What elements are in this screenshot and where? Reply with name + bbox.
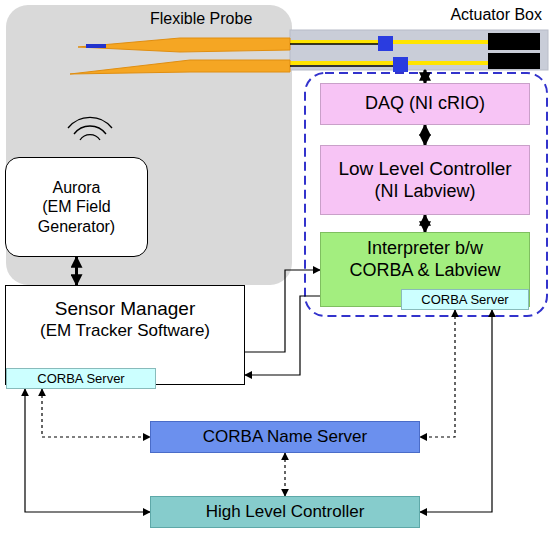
process-box: High Level Controller [150, 496, 420, 528]
probe-tube [70, 60, 290, 74]
node-text: Sensor Manager [55, 298, 195, 321]
actuator-rail [290, 61, 490, 65]
field-generator-box: Aurora(EM Field Generator) [5, 157, 148, 257]
node-text: Aurora [52, 178, 100, 197]
dotted-connector [284, 453, 285, 496]
motor-block [488, 53, 540, 69]
tendon-wire [290, 43, 380, 45]
node-text: (NI Labview) [374, 181, 475, 203]
arrow-connector [424, 125, 427, 145]
tendon-wire [290, 65, 395, 67]
node-text: CORBA Server [37, 371, 124, 387]
slider-block [378, 36, 393, 51]
actuator-box: Actuator Box [290, 5, 548, 70]
node-text: Low Level Controller [338, 158, 511, 181]
node-text: Actuator Box [450, 5, 542, 24]
process-box: Sensor Manager(EM Tracker Software) CORBA… [5, 285, 245, 385]
dotted-connector [420, 310, 455, 437]
arrow-connector [424, 215, 427, 232]
tracking-field-region [6, 5, 292, 285]
node-text: DAQ (NI cRIO) [365, 93, 485, 115]
arrow-connector [245, 270, 320, 352]
part-label: Flexible Probe [150, 10, 252, 28]
arrow-connector [25, 389, 150, 512]
server-box: CORBA Server [401, 289, 529, 310]
node-text: (EM Tracker Software) [40, 321, 210, 341]
process-box: CORBA Name Server [150, 421, 420, 453]
process-box: Interpreter b/w CORBA & LabviewCORBA Ser… [320, 232, 530, 307]
process-box: DAQ (NI cRIO) [320, 83, 530, 125]
wireless-waves [68, 117, 112, 140]
em-sensor-coil [86, 44, 106, 48]
node-text: (EM Field Generator) [37, 197, 117, 235]
probe-tube [78, 38, 290, 52]
node-text: Interpreter b/w CORBA & Labview [343, 238, 508, 281]
arrow-connector [420, 310, 492, 512]
server-box: CORBA Server [6, 368, 156, 389]
slider-block [393, 57, 408, 72]
node-text: CORBA Name Server [203, 427, 367, 447]
dotted-connector [42, 389, 150, 437]
motor-block [488, 33, 540, 50]
actuator-housing [290, 30, 548, 70]
arrow-connector [424, 70, 427, 83]
arrow-connector [75, 257, 78, 285]
controller-group-outline [305, 73, 547, 316]
node-text: CORBA Server [421, 292, 508, 308]
node-text: High Level Controller [206, 502, 365, 522]
arrow-connector [245, 296, 320, 375]
process-box: Low Level Controller(NI Labview) [320, 145, 530, 215]
